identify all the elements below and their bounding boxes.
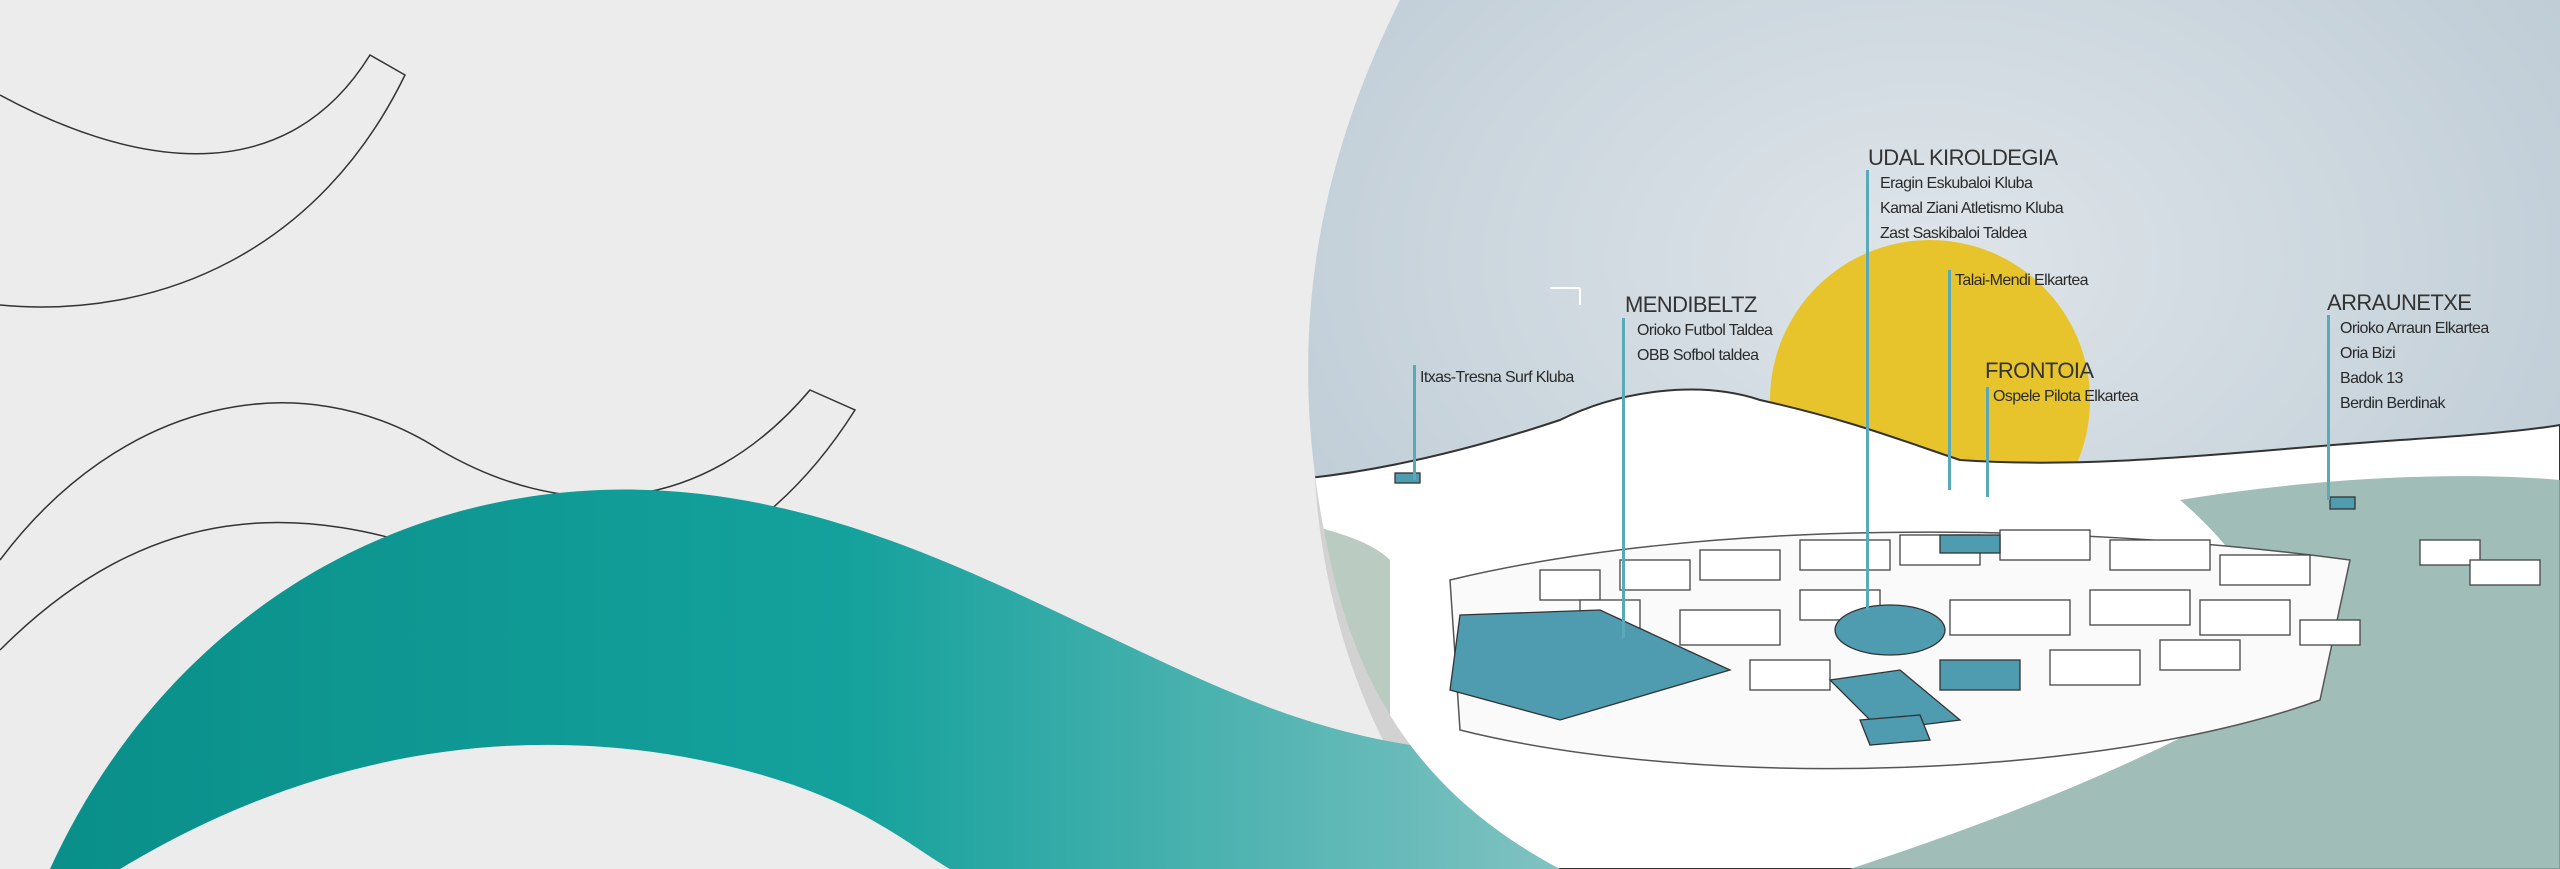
- location-talai-mendi: Talai-Mendi Elkartea: [1955, 268, 2089, 293]
- marker-line-frontoia: [1986, 387, 1989, 497]
- marker-line-arraunetxe: [2327, 315, 2330, 500]
- club-name: Zast Saskibaloi Taldea: [1880, 225, 2027, 242]
- sports-hall: [1834, 604, 1946, 656]
- location-mendibeltz: MENDIBELTZ Orioko Futbol Taldea OBB Sofb…: [1625, 292, 1773, 368]
- marker-line-itxas-tresna: [1413, 365, 1416, 480]
- marker-line-mendibeltz: [1622, 318, 1625, 638]
- location-frontoia: FRONTOIA Ospele Pilota Elkartea: [1985, 358, 2139, 409]
- club-name: Ospele Pilota Elkartea: [1993, 388, 2139, 405]
- location-heading: FRONTOIA: [1985, 358, 2094, 383]
- club-name: Talai-Mendi Elkartea: [1955, 272, 2089, 289]
- club-name: OBB Sofbol taldea: [1637, 347, 1759, 364]
- marker-line-talai-mendi: [1948, 270, 1951, 490]
- club-name: Badok 13: [2340, 370, 2403, 387]
- location-itxas-tresna: Itxas-Tresna Surf Kluba: [1420, 365, 1574, 390]
- location-heading: UDAL KIROLDEGIA: [1868, 145, 2058, 170]
- water: [1850, 476, 2560, 869]
- club-name: Kamal Ziani Atletismo Kluba: [1880, 200, 2064, 217]
- club-name: Oria Bizi: [2340, 345, 2396, 362]
- town-map: [1308, 0, 2560, 869]
- football-field: [1449, 609, 1732, 721]
- location-heading: MENDIBELTZ: [1625, 292, 1757, 317]
- marker-line-udal-kiroldegia: [1866, 170, 1869, 610]
- club-name: Berdin Berdinak: [2340, 395, 2445, 412]
- club-name: Orioko Futbol Taldea: [1637, 322, 1773, 339]
- club-name: Orioko Arraun Elkartea: [2340, 320, 2489, 337]
- location-arraunetxe: ARRAUNETXE Orioko Arraun Elkartea Oria B…: [2327, 290, 2489, 416]
- club-name: Eragin Eskubaloi Kluba: [1880, 175, 2033, 192]
- location-udal-kiroldegia: UDAL KIROLDEGIA Eragin Eskubaloi Kluba K…: [1868, 145, 2064, 246]
- club-name: Itxas-Tresna Surf Kluba: [1420, 369, 1574, 386]
- line-waves: [0, 53, 857, 651]
- location-heading: ARRAUNETXE: [2327, 290, 2472, 315]
